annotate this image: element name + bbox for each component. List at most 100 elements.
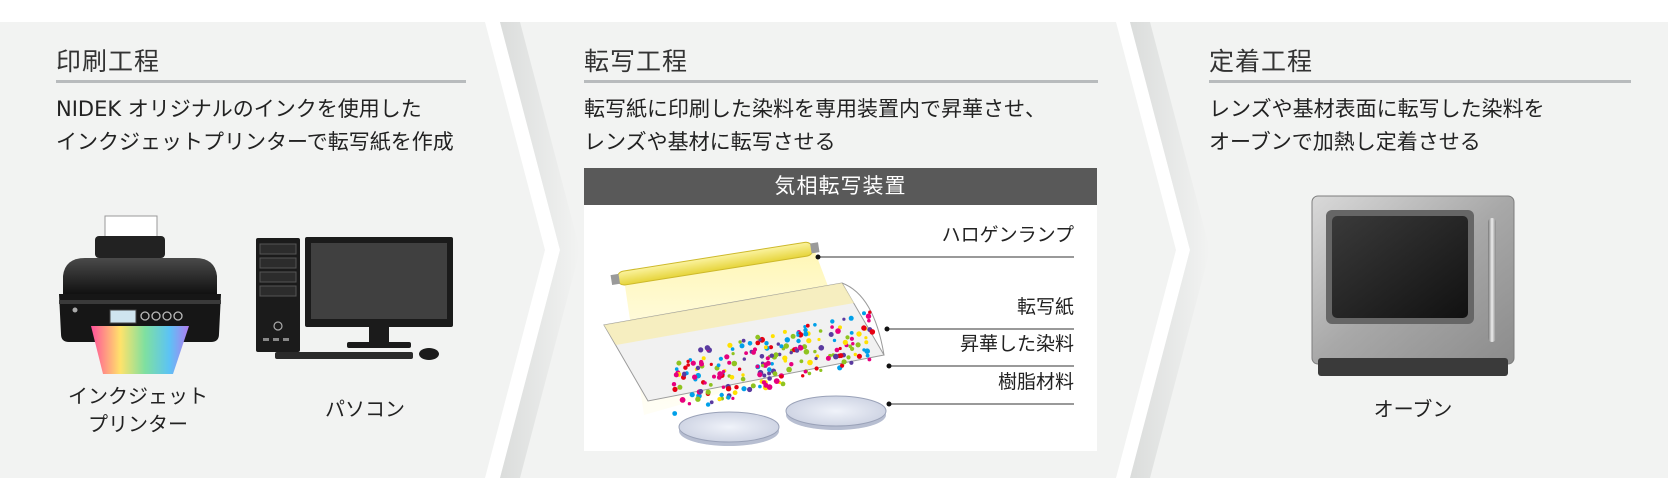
dye-particle xyxy=(818,329,823,333)
dye-particle xyxy=(727,342,733,348)
dye-particle xyxy=(719,392,724,398)
computer-caption: パソコン xyxy=(325,397,405,421)
dye-particle xyxy=(767,371,772,376)
dye-particle xyxy=(789,362,794,367)
dye-particle xyxy=(801,374,805,378)
dye-particle xyxy=(818,345,825,351)
dye-particle xyxy=(721,369,726,374)
dye-particle xyxy=(794,348,800,353)
dye-particle xyxy=(842,339,848,345)
dye-particle xyxy=(865,313,872,319)
dye-particle xyxy=(805,323,810,328)
step1-title: 印刷工程 xyxy=(56,47,161,76)
dye-particle xyxy=(695,365,701,371)
dye-particle xyxy=(721,385,726,389)
dye-particle xyxy=(739,343,745,349)
dye-particle xyxy=(762,373,767,378)
dye-particle xyxy=(765,360,771,366)
dye-particle xyxy=(853,352,857,357)
dye-particle xyxy=(767,367,772,372)
dye-particle xyxy=(813,323,817,327)
dye-particle xyxy=(803,325,807,329)
dye-particle xyxy=(709,400,714,405)
dye-particle xyxy=(789,350,793,355)
dye-particle xyxy=(686,363,690,367)
dye-particle xyxy=(731,360,738,367)
dye-particle xyxy=(803,331,809,337)
dye-particle xyxy=(842,317,846,321)
dye-particle xyxy=(704,345,711,351)
dye-particle xyxy=(862,311,866,316)
dye-particle xyxy=(803,327,808,333)
dye-particle xyxy=(864,340,869,345)
dye-particle xyxy=(741,338,746,343)
dye-particle xyxy=(864,336,868,340)
dye-particle xyxy=(779,344,784,349)
dye-particle xyxy=(838,346,842,351)
dye-particle xyxy=(724,354,730,360)
dye-particle xyxy=(750,383,756,389)
dye-particle xyxy=(765,356,770,361)
step1-rule xyxy=(56,80,466,83)
printer-caption: インクジェット プリンター xyxy=(58,382,218,438)
dye-particle xyxy=(803,369,808,374)
dye-particle xyxy=(838,325,842,330)
label-transfer-paper: 転写紙 xyxy=(1016,296,1074,318)
dye-particle xyxy=(738,340,742,344)
dye-particle xyxy=(825,355,831,361)
dye-particle xyxy=(869,329,876,335)
dye-particle xyxy=(855,342,861,348)
dye-particle xyxy=(772,371,778,377)
step2-description-line1: 転写紙に印刷した染料を専用装置内で昇華させ、 xyxy=(584,97,1046,121)
dye-particle xyxy=(856,353,862,359)
dye-particle xyxy=(764,341,769,346)
dye-particle xyxy=(716,363,721,368)
dye-particle xyxy=(799,359,804,364)
dye-particle xyxy=(730,347,735,351)
dye-particle xyxy=(747,341,753,346)
dye-particle xyxy=(861,325,867,331)
dye-particle xyxy=(744,351,748,355)
step1-description-line2: インクジェットプリンターで転写紙を作成 xyxy=(56,130,454,154)
dye-particle xyxy=(699,361,704,367)
dye-particle xyxy=(773,352,779,358)
printer-caption-line2: プリンター xyxy=(88,412,188,436)
dye-particle xyxy=(751,350,756,355)
dye-particle xyxy=(803,349,810,355)
dye-particle xyxy=(729,375,735,380)
dye-particle xyxy=(682,371,687,376)
dye-particle xyxy=(796,333,800,337)
dye-particle xyxy=(727,360,732,365)
dye-particle xyxy=(835,328,841,334)
label-halogen-lamp: ハロゲンランプ xyxy=(941,224,1074,246)
dye-particle xyxy=(698,389,704,394)
dye-particle xyxy=(769,353,774,358)
dye-particle xyxy=(690,360,696,366)
sublimated-dye-particles xyxy=(671,310,876,416)
dye-particle xyxy=(780,381,786,387)
step1-description-line1: NIDEK オリジナルのインクを使用した xyxy=(56,97,422,121)
dye-particle xyxy=(768,345,774,350)
dye-particle xyxy=(833,353,839,360)
dye-particle xyxy=(813,349,817,354)
dye-particle xyxy=(758,384,762,389)
dye-particle xyxy=(757,372,763,378)
dye-particle xyxy=(814,366,819,371)
dye-particle xyxy=(759,354,765,359)
dye-particle xyxy=(742,357,746,361)
apparatus-illustration xyxy=(603,241,1074,446)
dye-particle xyxy=(761,364,765,368)
dye-particle xyxy=(709,362,713,366)
dye-particle xyxy=(695,396,701,402)
dye-particle xyxy=(834,347,840,353)
dye-particle xyxy=(862,348,866,352)
oven-caption: オーブン xyxy=(1373,397,1453,421)
dye-particle xyxy=(786,366,792,373)
dye-particle xyxy=(767,376,772,381)
dye-particle xyxy=(828,332,834,337)
dye-particle xyxy=(849,336,854,341)
dye-particle xyxy=(679,397,686,403)
dye-particle xyxy=(848,344,852,349)
dye-particle xyxy=(734,385,739,390)
